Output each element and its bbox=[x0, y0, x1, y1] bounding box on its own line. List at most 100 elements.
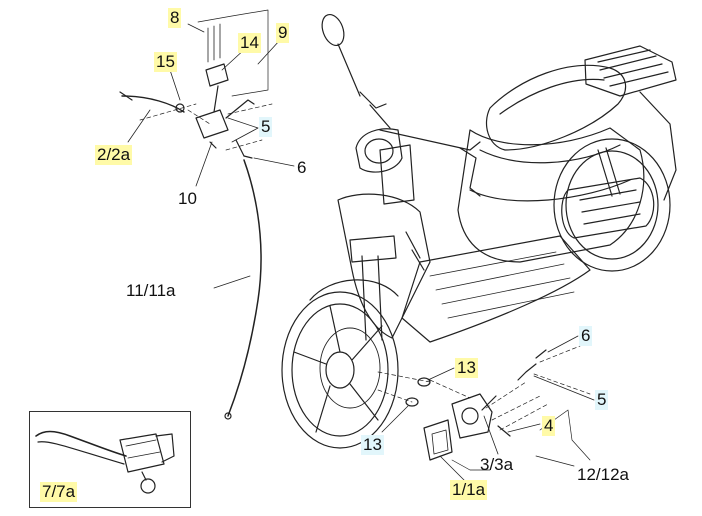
callout-6-upper: 6 bbox=[297, 158, 307, 177]
handlebar-left-stem bbox=[369, 104, 391, 129]
front-hub bbox=[325, 351, 355, 389]
callout-1-1a: 1/1a bbox=[450, 480, 488, 500]
leader-lines bbox=[127, 23, 595, 481]
assembly-line-upper-1 bbox=[139, 103, 197, 121]
brake-pads-1 bbox=[423, 419, 453, 461]
scooter-illustration bbox=[281, 13, 677, 449]
seat-seam bbox=[499, 78, 605, 115]
brake-caliper-12 bbox=[451, 393, 493, 439]
callout-13-lower: 13 bbox=[361, 435, 384, 455]
leader-5-lower bbox=[533, 375, 595, 401]
reservoir-link bbox=[213, 85, 219, 113]
brake-disc bbox=[319, 327, 381, 409]
callout-13-upper: 13 bbox=[455, 358, 478, 378]
callout-5-lower: 5 bbox=[595, 390, 609, 410]
fork-crown bbox=[349, 235, 397, 263]
leader-10 bbox=[195, 141, 213, 187]
front-fork bbox=[361, 255, 383, 341]
spacer-13-lower bbox=[405, 397, 419, 407]
brake-lever-2 bbox=[121, 95, 185, 113]
leader-15 bbox=[169, 69, 181, 101]
leader-2 bbox=[127, 109, 151, 143]
seat bbox=[485, 64, 627, 151]
washer-6-upper bbox=[243, 155, 253, 159]
caliper-piston bbox=[461, 407, 479, 425]
clamp-7 bbox=[155, 433, 175, 463]
clamp-stem-7 bbox=[141, 471, 147, 481]
callout-15: 15 bbox=[154, 52, 177, 72]
callout-3-3a: 3/3a bbox=[480, 455, 514, 474]
rear-wheel bbox=[553, 138, 671, 272]
callout-6-lower: 6 bbox=[579, 326, 593, 346]
rear-wheel-inner bbox=[565, 150, 659, 260]
mirror-stem bbox=[337, 43, 361, 97]
leader-9 bbox=[257, 39, 281, 65]
right-brake-lever bbox=[459, 147, 481, 197]
brake-hose-11 bbox=[227, 159, 262, 417]
leader-13-upper bbox=[427, 367, 455, 381]
callout-10: 10 bbox=[178, 189, 197, 208]
banjo-5-lower bbox=[517, 363, 537, 381]
callout-4: 4 bbox=[542, 416, 556, 436]
floor-ribs bbox=[429, 251, 575, 319]
callout-11-11a: 11/11a bbox=[126, 281, 176, 300]
lever-assembly-drawing bbox=[35, 430, 175, 494]
master-cylinder-10 bbox=[195, 109, 229, 139]
leg-shield bbox=[337, 193, 431, 339]
leader-4 bbox=[507, 423, 541, 433]
side-reflector bbox=[405, 231, 425, 271]
lever-7-underside bbox=[37, 441, 125, 465]
bracket-lines-upper bbox=[197, 9, 269, 97]
rear-rack bbox=[584, 45, 677, 97]
screws-8 bbox=[207, 23, 221, 63]
floorboard bbox=[401, 235, 591, 343]
swing-arm bbox=[561, 177, 655, 239]
caliper-screw-4 bbox=[497, 425, 511, 437]
rack-rails bbox=[597, 49, 669, 87]
caliper-group bbox=[377, 345, 591, 471]
callout-14: 14 bbox=[238, 33, 261, 53]
callout-5-upper: 5 bbox=[259, 117, 273, 137]
leader-6-lower bbox=[547, 335, 579, 353]
banjo-5-upper bbox=[209, 139, 245, 157]
bracket-lines-pads bbox=[451, 459, 491, 471]
callout-12-12a: 12/12a bbox=[577, 465, 629, 484]
wheel-spokes bbox=[293, 305, 383, 433]
pivot-bolt-15 bbox=[175, 103, 185, 113]
leader-3 bbox=[483, 415, 499, 455]
callout-7-7a: 7/7a bbox=[40, 482, 78, 502]
inset-lever-assembly bbox=[29, 411, 191, 508]
assembly-lines-lower-2 bbox=[485, 345, 591, 431]
screw-9 bbox=[225, 99, 255, 119]
callout-9: 9 bbox=[276, 23, 290, 43]
leader-1 bbox=[439, 455, 465, 481]
cylinder-detail bbox=[125, 439, 161, 459]
handlebar-left-grip bbox=[359, 91, 387, 109]
body-panel bbox=[457, 127, 645, 263]
leader-8 bbox=[187, 23, 205, 33]
front-wheel-rim bbox=[291, 303, 389, 437]
handlebar-right bbox=[379, 129, 481, 151]
rack-strut bbox=[639, 91, 677, 201]
leader-5-upper bbox=[227, 117, 259, 143]
front-fender bbox=[309, 279, 399, 301]
assembly-lines-lower-1 bbox=[377, 371, 471, 403]
lever-7 bbox=[35, 430, 127, 457]
brake-lever-tip bbox=[119, 91, 133, 101]
headlight bbox=[355, 128, 403, 173]
upper-brake-group bbox=[119, 9, 273, 420]
swing-arm-ribs bbox=[579, 189, 641, 225]
pad-inner bbox=[431, 429, 449, 455]
clamp-bolt-7 bbox=[140, 478, 156, 494]
master-cylinder-7 bbox=[119, 433, 165, 473]
assembly-lines-upper-2 bbox=[187, 103, 273, 151]
rear-shock bbox=[597, 147, 621, 197]
mirror bbox=[321, 13, 345, 47]
leader-13-lower bbox=[381, 405, 409, 433]
headlight-lens bbox=[364, 138, 394, 164]
washer-6-lower bbox=[535, 349, 547, 359]
leader-6-upper bbox=[253, 157, 295, 167]
reservoir-cap-14 bbox=[205, 63, 229, 87]
